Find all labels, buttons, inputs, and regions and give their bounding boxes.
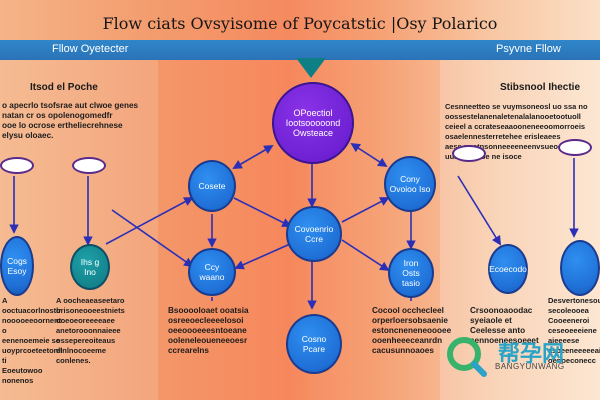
edge-teal-to-left-mid	[105, 197, 194, 245]
down-arrow-icon	[296, 58, 326, 78]
right-mid-paragraph: Crsoonoaoodac syeiaole et Ceelesse anto …	[470, 306, 539, 345]
node-teal: Ihs g Ino	[70, 244, 110, 290]
header-right-label: Psyvne Fllow	[496, 43, 561, 55]
center-left-paragraph: Bsooooloaet ooatsia osreeoecleeeelosoi o…	[168, 306, 249, 355]
node-left-low: Ccy waano	[188, 248, 236, 296]
left-bottom-paragraph-a: A ooctuacorlnostlrc nooooeeoornentne o e…	[2, 296, 62, 385]
node-right-mid: Cony Ovoioo Iso	[384, 156, 436, 212]
pill-far-left	[0, 157, 34, 174]
node-right-b: Ecoecodo	[488, 244, 528, 294]
watermark-subtext: BANGYUNWANG	[495, 362, 565, 371]
header-left-label: Fllow Oyetecter	[52, 43, 129, 55]
node-right-low: Iron Osts tasio	[388, 248, 434, 298]
left-top-paragraph: o apecrlo tsofsrae aut clwoe genes natan…	[2, 101, 139, 140]
watermark-logo	[447, 337, 487, 377]
node-far-right	[560, 240, 600, 296]
right-column-title: Stibsnool Ihectie	[500, 82, 581, 93]
edge-left-mid-center	[233, 197, 292, 227]
edge-top-right-mid	[350, 142, 388, 168]
pill-right	[452, 145, 486, 162]
edge-left-mid-top	[232, 145, 274, 169]
node-top-core: OPoectiol Iootsooooond Owsteace	[272, 82, 354, 164]
pill-left	[72, 157, 106, 174]
header-bar: Fllow Oyetecter Psyvne Fllow	[0, 40, 600, 60]
watermark-text: 帮孕网	[498, 342, 565, 367]
pill-far-right	[558, 139, 592, 156]
node-center: Covoenrio Ccre	[286, 206, 342, 262]
left-column-band	[0, 55, 158, 400]
node-far-left: Cogs Esoy	[0, 236, 34, 296]
edge-center-right-low	[341, 239, 390, 272]
edge-to-left-low	[111, 209, 194, 268]
edge-center-left-low	[234, 243, 291, 270]
diagram-title: Flow ciats Ovsyisome of Poycatstic |Osy …	[102, 14, 498, 33]
edge-center-right-mid	[341, 197, 390, 223]
node-bottom: Cosno Pcare	[286, 314, 342, 374]
center-right-paragraph: Cocool occhecleel orperloersobsaenie est…	[372, 306, 452, 355]
left-column-title: Itsod el Poche	[30, 82, 98, 93]
node-left-mid: Cosete	[188, 160, 236, 212]
left-bottom-paragraph-b: A oocheaeaseetaro orisoneooeestniets ooe…	[56, 296, 125, 365]
edge-right-b	[457, 175, 502, 246]
right-far-paragraph: Desvertonesou secoleooea Cooeeneroi cese…	[548, 296, 600, 365]
